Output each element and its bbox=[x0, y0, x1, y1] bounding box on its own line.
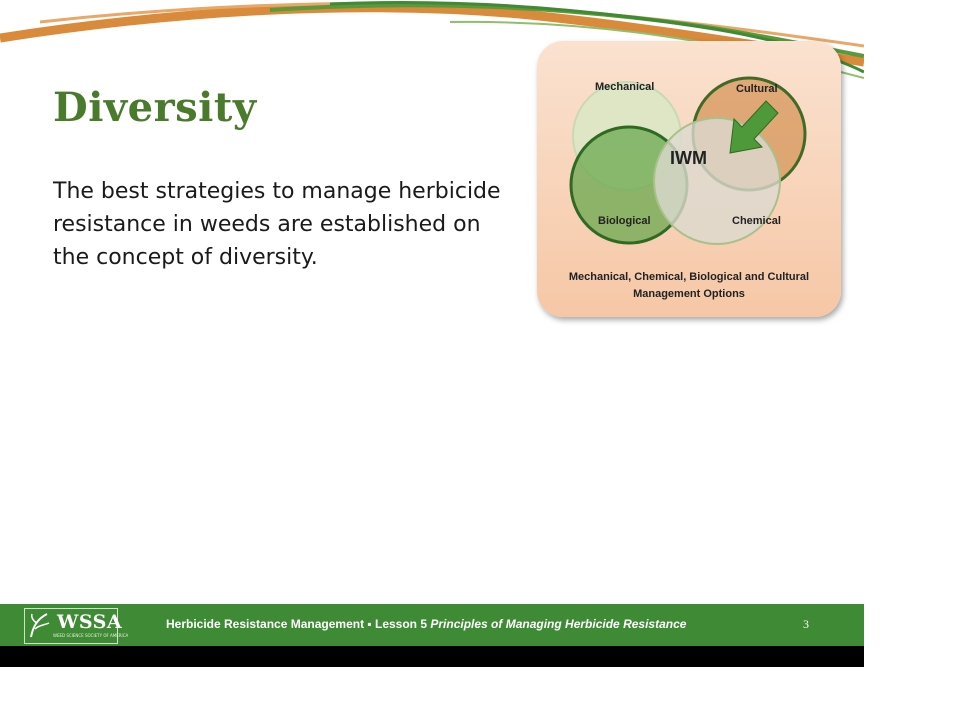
venn-diagram: Mechanical Cultural Biological Chemical … bbox=[569, 76, 807, 245]
footer-black-band bbox=[0, 646, 864, 667]
venn-label-iwm: IWM bbox=[670, 148, 707, 168]
footer-bar bbox=[0, 604, 864, 646]
wssa-plant-icon bbox=[30, 613, 50, 638]
venn-label-chemical: Chemical bbox=[732, 215, 781, 227]
green-arrow-icon bbox=[729, 100, 779, 154]
below-footer-area bbox=[0, 667, 864, 720]
right-margin bbox=[864, 0, 960, 720]
slide: Diversity The best strategies to manage … bbox=[0, 0, 864, 720]
footer-lesson-title: Principles of Managing Herbicide Resista… bbox=[430, 617, 687, 631]
logo-subtitle: WEED SCIENCE SOCIETY OF AMERICA bbox=[53, 633, 129, 638]
venn-label-mechanical: Mechanical bbox=[595, 81, 654, 93]
page-number: 3 bbox=[803, 617, 809, 631]
footer-course-text: Herbicide Resistance Management ▪ Lesson… bbox=[166, 617, 686, 631]
footer-course-label: Herbicide Resistance Management ▪ Lesson… bbox=[166, 617, 431, 631]
wssa-logo: WSSA WEED SCIENCE SOCIETY OF AMERICA bbox=[24, 608, 128, 644]
venn-label-cultural: Cultural bbox=[736, 83, 778, 95]
venn-diagram-panel: Mechanical Cultural Biological Chemical … bbox=[537, 41, 841, 317]
slide-body-text: The best strategies to manage herbicide … bbox=[53, 179, 501, 270]
venn-caption: Mechanical, Chemical, Biological and Cul… bbox=[568, 271, 810, 300]
logo-text: WSSA bbox=[57, 611, 123, 633]
slide-title: Diversity bbox=[53, 84, 257, 131]
venn-label-biological: Biological bbox=[598, 215, 651, 227]
